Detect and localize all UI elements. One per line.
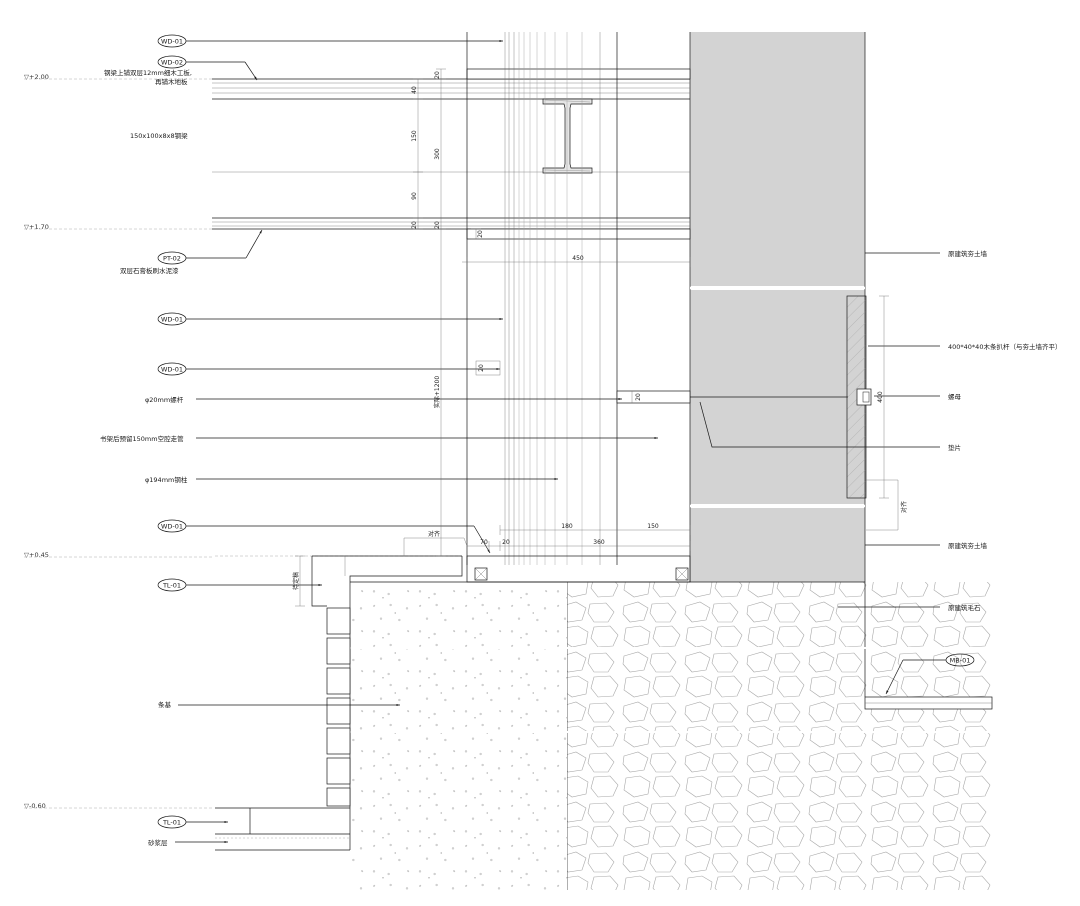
wd02-note: 钢梁上铺双层12mm细木工板, 再铺木地板 <box>104 68 192 86</box>
bookshelf-frame <box>466 32 691 583</box>
dim-20-shelf: 20 <box>478 364 485 372</box>
svg-text:▽+1.70: ▽+1.70 <box>24 223 49 231</box>
tag-wd01-a: WD-01 <box>157 34 503 48</box>
dim-20-rod-box <box>475 360 633 403</box>
sand-note: 砂浆层 <box>148 838 228 847</box>
svg-text:书架后预留150mm空腔走管: 书架后预留150mm空腔走管 <box>100 434 184 443</box>
dim-20-d: 20 <box>477 230 484 238</box>
svg-text:原建筑夯土墙: 原建筑夯土墙 <box>948 541 988 550</box>
level-2-00: ▽+2.00 <box>24 73 212 81</box>
svg-text:WD-01: WD-01 <box>161 523 183 531</box>
svg-text:砂浆层: 砂浆层 <box>148 838 168 847</box>
level-minus-0-60: ▽-0.60 <box>24 802 212 810</box>
svg-text:▽+2.00: ▽+2.00 <box>24 73 49 81</box>
svg-text:WD-01: WD-01 <box>161 316 183 324</box>
rammed-earth-wall <box>689 32 866 582</box>
dim-20-d-box <box>471 228 481 240</box>
dim-1200: 实际+1200 <box>433 376 441 408</box>
nut-note: 螺母 <box>874 392 962 401</box>
level-1-70: ▽+1.70 <box>24 223 212 231</box>
svg-text:垫片: 垫片 <box>948 443 961 452</box>
dim-20-top: 20 <box>434 71 441 79</box>
svg-text:MB-01: MB-01 <box>950 657 971 665</box>
rubble-note: 原建筑毛石 <box>838 603 981 612</box>
svg-text:原建筑夯土墙: 原建筑夯土墙 <box>948 249 988 258</box>
vertical-dimensions <box>413 68 446 557</box>
svg-text:φ194mm钢柱: φ194mm钢柱 <box>145 475 188 484</box>
svg-text:▽+0.45: ▽+0.45 <box>24 551 49 559</box>
pipe-note: 书架后预留150mm空腔走管 <box>100 434 658 443</box>
tag-tl01-b: TL-01 <box>157 815 228 829</box>
svg-text:再铺木地板: 再铺木地板 <box>155 77 188 86</box>
svg-text:φ20mm螺杆: φ20mm螺杆 <box>145 395 184 404</box>
rammed-wall-note-2: 原建筑夯土墙 <box>865 541 988 550</box>
svg-text:WD-02: WD-02 <box>161 59 183 67</box>
tiaoshi-note: 条基 <box>158 700 400 709</box>
mb01-floor-strip <box>864 696 993 710</box>
upper-floor-slab <box>212 68 691 240</box>
strip-footing <box>349 581 567 890</box>
dim-180: 180 <box>561 523 573 530</box>
svg-text:TL-01: TL-01 <box>162 582 181 590</box>
dim-90: 90 <box>411 192 418 200</box>
tag-wd01-d: WD-01 <box>157 519 491 554</box>
svg-text:条基: 条基 <box>158 700 172 709</box>
svg-text:WD-01: WD-01 <box>161 38 183 46</box>
dim-20-c: 20 <box>434 221 441 229</box>
dim-20-b: 20 <box>411 221 418 229</box>
svg-text:150x100x8x8钢梁: 150x100x8x8钢梁 <box>130 131 188 140</box>
svg-text:▽-0.60: ▽-0.60 <box>24 802 46 810</box>
svg-text:400*40*40木条扒杆（与夯土墙齐平）: 400*40*40木条扒杆（与夯土墙齐平） <box>948 342 1061 351</box>
dim-360: 360 <box>593 539 605 546</box>
tag-wd01-b: WD-01 <box>157 312 503 326</box>
svg-text:双层石膏板刷水泥漆: 双层石膏板刷水泥漆 <box>120 266 179 275</box>
rubble-stone-foundation <box>566 581 992 890</box>
dim-align-h: 对齐 <box>428 530 440 538</box>
dim-70: 70 <box>480 539 488 546</box>
tag-wd02: WD-02 <box>157 55 258 81</box>
dim-300: 300 <box>434 148 441 160</box>
tag-wd01-c: WD-01 <box>157 362 500 376</box>
dim-20-e: 20 <box>502 539 510 546</box>
threaded-rod-anchor <box>616 295 872 499</box>
horizontal-dimensions-bottom <box>403 525 691 556</box>
column-note: φ194mm钢柱 <box>145 475 558 484</box>
dim-align-v: 对齐 <box>900 501 908 513</box>
washer-note: 垫片 <box>699 401 961 452</box>
level-0-45: ▽+0.45 <box>24 551 212 559</box>
dim-150-b: 150 <box>647 523 659 530</box>
dim-400: 400 <box>877 391 884 403</box>
svg-text:螺母: 螺母 <box>948 392 962 401</box>
dim-40: 40 <box>411 86 418 94</box>
svg-text:TL-01: TL-01 <box>162 819 181 827</box>
svg-text:钢梁上铺双层12mm细木工板,: 钢梁上铺双层12mm细木工板, <box>104 68 192 77</box>
steel-beam-note: 150x100x8x8钢梁 <box>130 131 188 140</box>
rammed-wall-note-1: 原建筑夯土墙 <box>865 249 988 258</box>
dim-step-line <box>295 555 305 607</box>
steel-i-beam <box>542 98 593 174</box>
dim-450: 450 <box>572 255 584 262</box>
svg-text:原建筑毛石: 原建筑毛石 <box>948 603 981 612</box>
svg-text:PT-02: PT-02 <box>163 255 181 263</box>
dim-align-v-line <box>866 479 899 531</box>
tag-tl01-a: TL-01 <box>157 578 322 592</box>
dim-step: 待定稿 <box>292 572 300 590</box>
svg-text:WD-01: WD-01 <box>161 366 183 374</box>
tag-mb01: MB-01 <box>885 653 975 695</box>
tag-pt02: PT-02 双层石膏板刷水泥漆 <box>120 229 263 275</box>
ground-floor-layers <box>215 807 350 851</box>
wood-strip-note: 400*40*40木条扒杆（与夯土墙齐平） <box>868 342 1061 351</box>
step-brick-blocks <box>326 607 351 807</box>
dim-20-rod: 20 <box>635 393 642 401</box>
rod-note: φ20mm螺杆 <box>145 395 622 404</box>
dim-450-line <box>462 257 691 267</box>
dim-400-line <box>879 295 889 499</box>
dim-150: 150 <box>411 130 418 142</box>
